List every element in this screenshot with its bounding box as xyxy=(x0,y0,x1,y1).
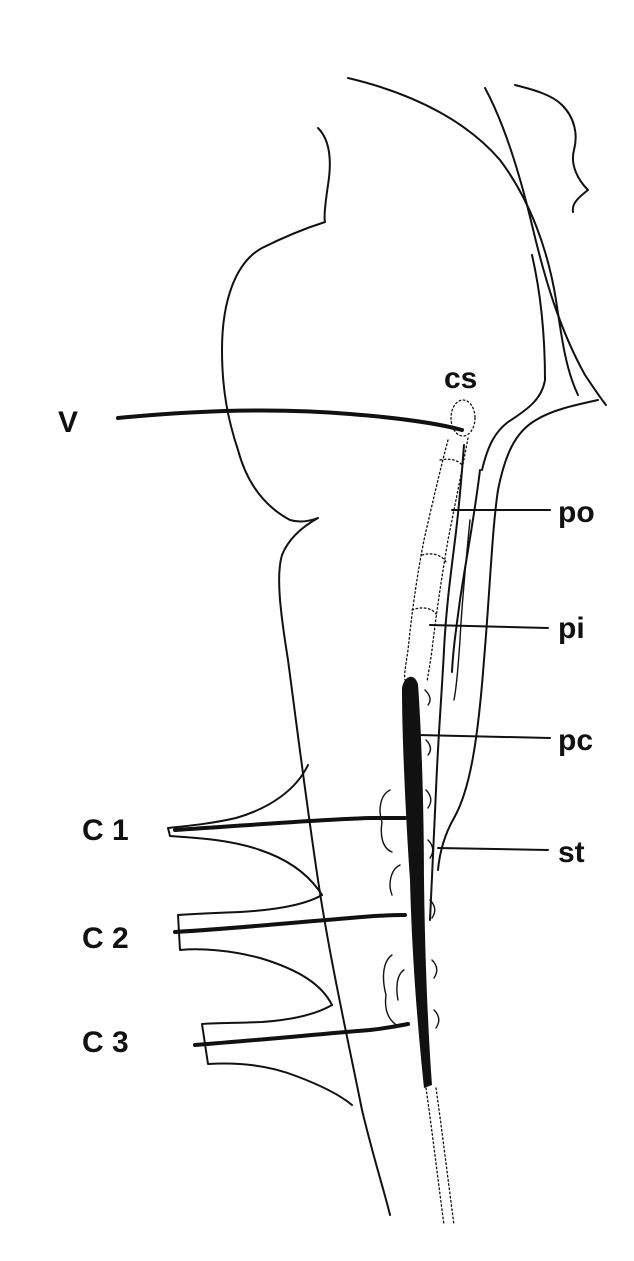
spinal-cord-thick xyxy=(402,676,432,1088)
label-c2: C 2 xyxy=(82,922,129,955)
dotted-segment-3 xyxy=(411,607,437,615)
dorsal-root-sheath-2 xyxy=(389,864,401,896)
dotted-column-left xyxy=(403,439,449,681)
dorsal-line-1 xyxy=(481,254,546,471)
dotted-tail-1 xyxy=(425,1087,445,1226)
brain-outline xyxy=(221,127,391,1216)
outer-contour-3 xyxy=(514,84,589,213)
leader-pi xyxy=(429,624,549,629)
vertebra-c1 xyxy=(167,764,323,896)
nerve-c1 xyxy=(173,816,407,832)
nerve-c2 xyxy=(173,913,407,934)
dorsal-root-sheath-3 xyxy=(382,954,399,1027)
dorsal-root-sheath-4 xyxy=(396,969,405,1001)
label-pi: pi xyxy=(558,612,585,645)
nerve-c3 xyxy=(193,1022,410,1047)
inner-line-thin xyxy=(453,519,471,701)
dorsal-root-sheath-1 xyxy=(379,789,393,853)
dotted-cs-oval xyxy=(450,399,476,437)
dotted-tail-2 xyxy=(435,1087,455,1226)
label-v: V xyxy=(58,406,78,439)
nerve-v xyxy=(116,408,464,432)
label-c1: C 1 xyxy=(82,814,129,847)
label-pc: pc xyxy=(558,724,593,757)
dotted-column-right xyxy=(426,437,469,683)
leader-st xyxy=(437,847,549,851)
label-po: po xyxy=(558,496,595,529)
label-c3: C 3 xyxy=(82,1026,129,1059)
vertebra-c3 xyxy=(201,1004,353,1106)
dotted-segment-2 xyxy=(421,553,447,563)
dotted-segment-1 xyxy=(439,458,463,466)
dorsal-line-2 xyxy=(437,399,599,871)
vertebra-c2 xyxy=(177,894,333,1006)
label-cs: cs xyxy=(444,362,477,395)
sheath-strokes xyxy=(424,689,440,1029)
label-st: st xyxy=(558,836,585,869)
inner-line-pi xyxy=(429,444,465,921)
outer-contour-2 xyxy=(484,87,607,406)
inner-line-po xyxy=(451,469,481,673)
leader-pc xyxy=(417,734,551,739)
